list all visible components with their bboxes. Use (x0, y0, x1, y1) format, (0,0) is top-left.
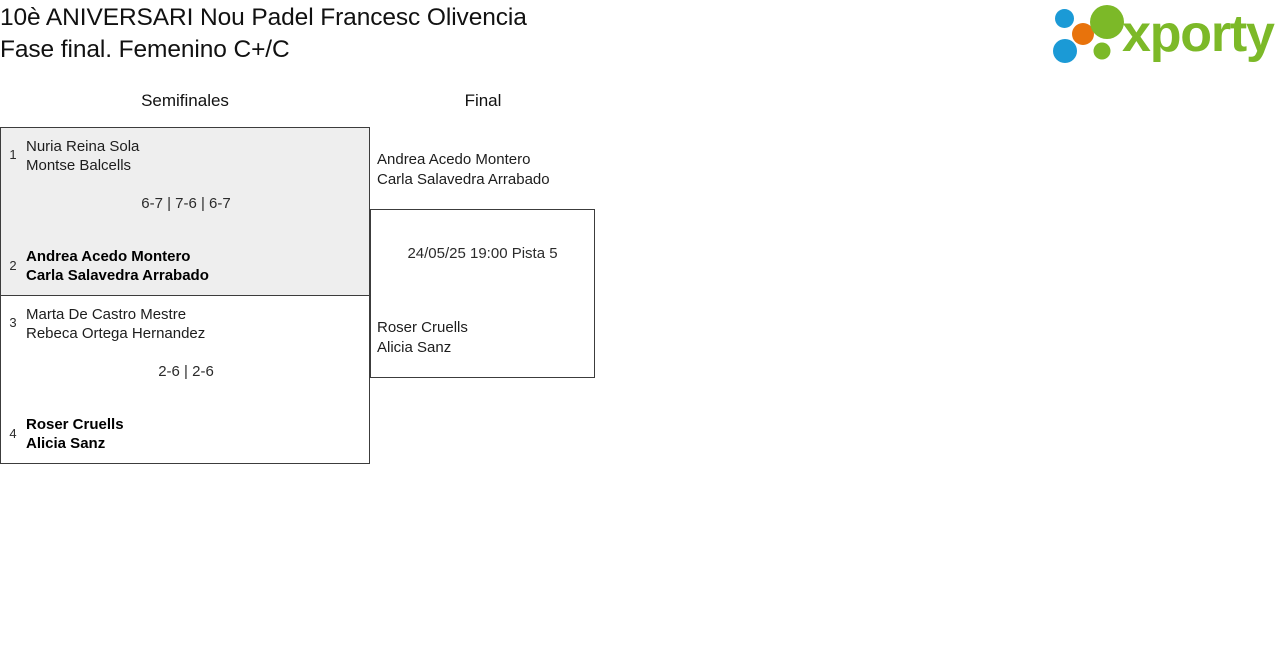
final-team-bottom: Roser Cruells Alicia Sanz (377, 318, 468, 357)
match-score: 6-7 | 7-6 | 6-7 (141, 195, 231, 212)
player-name: Carla Salavedra Arrabado (26, 266, 209, 284)
player-name: Andrea Acedo Montero (377, 151, 531, 168)
match-semifinal-2[interactable]: 3 Marta De Castro Mestre Rebeca Ortega H… (0, 295, 370, 464)
player-name: Rebeca Ortega Hernandez (26, 324, 206, 342)
team-top: Marta De Castro Mestre Rebeca Ortega Her… (26, 306, 205, 343)
round-header-semifinales: Semifinales (141, 91, 229, 110)
player-name: Nuria Reina Sola (26, 138, 140, 155)
player-name: Montse Balcells (26, 156, 132, 174)
final-team-top: Andrea Acedo Montero Carla Salavedra Arr… (377, 150, 550, 189)
tournament-bracket: Semifinales Final 1 Nuria Reina Sola Mon… (0, 90, 1280, 490)
xporty-logo-mark-icon (1053, 5, 1124, 63)
player-name: Carla Salavedra Arrabado (377, 170, 550, 188)
player-name: Alicia Sanz (26, 434, 106, 452)
match-semifinal-1[interactable]: 1 Nuria Reina Sola Montse Balcells 6-7 |… (0, 127, 370, 296)
page-title: 10è ANIVERSARI Nou Padel Francesc Oliven… (0, 2, 900, 66)
team-bottom: Roser Cruells Alicia Sanz (26, 416, 124, 453)
seed-number: 2 (9, 258, 17, 273)
match-final[interactable] (370, 209, 595, 378)
player-name: Andrea Acedo Montero (26, 248, 191, 265)
page-title-line-2: Fase final. Femenino C+/C (0, 36, 290, 63)
match-score: 2-6 | 2-6 (158, 363, 214, 380)
player-name: Alicia Sanz (377, 338, 452, 356)
seed-number: 1 (9, 147, 17, 162)
xporty-logo[interactable]: xporty (1050, 4, 1276, 66)
page-header: 10è ANIVERSARI Nou Padel Francesc Oliven… (0, 0, 1280, 86)
player-name: Roser Cruells (26, 416, 124, 433)
round-header-final: Final (464, 91, 502, 110)
player-name: Roser Cruells (377, 319, 468, 336)
xporty-logo-wordmark: xporty (1122, 5, 1275, 63)
seed-number: 4 (9, 426, 17, 441)
player-name: Marta De Castro Mestre (26, 306, 187, 323)
seed-number: 3 (9, 315, 17, 330)
final-schedule: 24/05/25 19:00 Pista 5 (407, 245, 558, 262)
team-top: Nuria Reina Sola Montse Balcells (26, 138, 139, 175)
team-bottom: Andrea Acedo Montero Carla Salavedra Arr… (26, 248, 209, 285)
page-title-line-1: 10è ANIVERSARI Nou Padel Francesc Oliven… (0, 4, 527, 31)
